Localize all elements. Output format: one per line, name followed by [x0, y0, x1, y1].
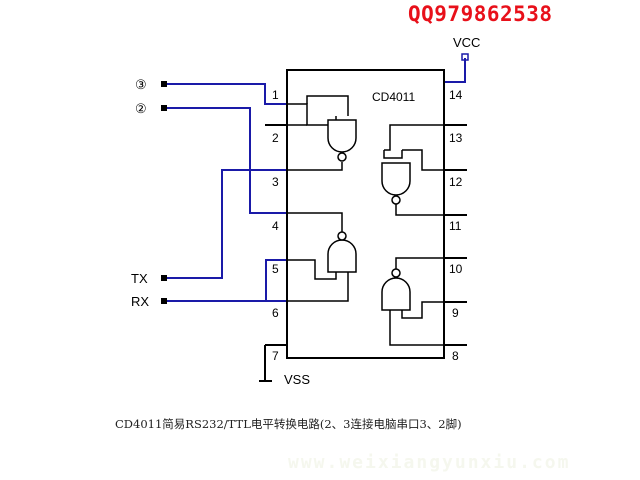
- faint-site-watermark: www.weixiangyunxiu.com: [288, 452, 571, 473]
- pin-12-label: 12: [449, 175, 463, 189]
- gate-d-output: [395, 257, 444, 274]
- chip-body: [286, 69, 445, 359]
- pin-6-label: 6: [272, 306, 279, 320]
- pin-5-label: 5: [272, 262, 279, 276]
- gate-b-input2: [287, 270, 349, 302]
- terminal-rx: [161, 298, 167, 304]
- nand-gate-a-bubble: [337, 152, 347, 162]
- pin-10-label: 10: [449, 262, 463, 276]
- terminal-vcc: [461, 53, 469, 61]
- pin-2-label: 2: [272, 131, 279, 145]
- tx-label: TX: [131, 271, 148, 286]
- nand-gates: [327, 119, 411, 311]
- gate-b-input1: [287, 259, 337, 280]
- nand-gate-c-bubble: [391, 195, 401, 205]
- vcc-label: VCC: [453, 35, 480, 50]
- pin-13-label: 13: [449, 131, 463, 145]
- gate-b-output: [287, 212, 343, 232]
- pin-4-label: 4: [272, 219, 279, 233]
- nand-gate-d-bubble: [391, 268, 401, 278]
- blue-wires: [165, 58, 466, 302]
- gate-c-input-join: [383, 150, 403, 159]
- terminal-port2: [161, 105, 167, 111]
- port2-label: ②: [135, 101, 147, 116]
- nand-gate-c: [381, 162, 411, 196]
- pin-8-label: 8: [452, 349, 459, 363]
- gate-d-input1: [389, 308, 444, 346]
- qq-watermark: QQ979862538: [408, 2, 553, 26]
- wire-port2-to-pin4: [165, 107, 287, 214]
- gate-c-output: [395, 204, 444, 216]
- pin-14-label: 14: [449, 88, 463, 102]
- gate-a-input2-up: [306, 95, 349, 116]
- gate-c-input1: [384, 124, 444, 151]
- port-terminals: [161, 81, 167, 304]
- terminal-tx: [161, 275, 167, 281]
- wire-pin5-jumper: [265, 259, 287, 301]
- nand-gate-d: [381, 277, 411, 311]
- nand-gate-a: [327, 119, 357, 153]
- gate-c-input2: [402, 149, 444, 171]
- wire-tx-to-pin3: [165, 169, 287, 279]
- pin-3-label: 3: [272, 175, 279, 189]
- chip-body-group: [259, 69, 467, 382]
- nand-gate-b-bubble: [337, 231, 347, 241]
- pin-1-label: 1: [272, 88, 279, 102]
- wire-port3-to-pin1: [165, 83, 287, 105]
- gate-d-input2: [401, 301, 444, 319]
- chip-name: CD4011: [372, 90, 415, 104]
- pin-7-label: 7: [272, 349, 279, 363]
- wire-vcc-to-pin14: [444, 58, 466, 83]
- pin-11-label: 11: [449, 219, 462, 233]
- gate-a-output: [287, 162, 343, 171]
- figure-caption: CD4011简易RS232/TTL电平转换电路(2、3连接电脑串口3、2脚): [115, 417, 462, 431]
- pin-9-label: 9: [452, 306, 459, 320]
- terminal-port3: [161, 81, 167, 87]
- vss-label: VSS: [284, 372, 310, 387]
- rx-label: RX: [131, 294, 149, 309]
- internal-wiring: [287, 95, 444, 346]
- nand-gate-b: [327, 239, 357, 273]
- port3-label: ③: [135, 77, 147, 92]
